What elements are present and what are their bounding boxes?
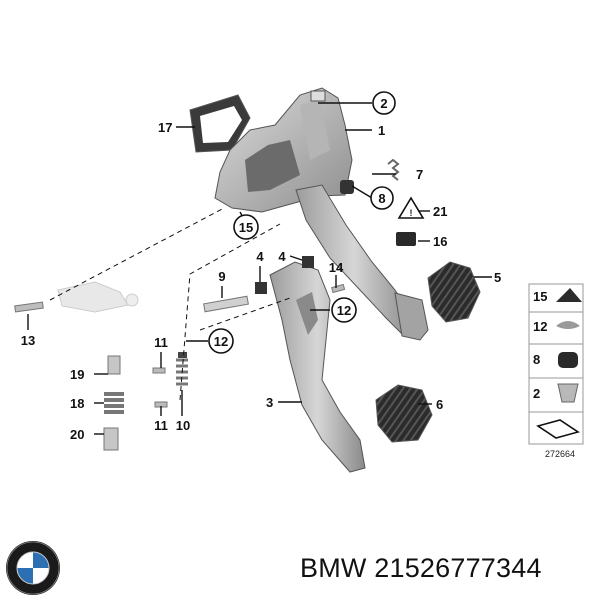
- legend-label-15: 15: [533, 289, 547, 304]
- callout-12b: 12: [208, 328, 234, 354]
- bolt-part-13: [14, 301, 44, 313]
- callout-17: 17: [158, 120, 172, 135]
- pin-part-9: [203, 295, 249, 313]
- callout-label-2: 2: [380, 96, 387, 111]
- callout-21: 21: [433, 204, 447, 219]
- legend-label-2: 2: [533, 386, 540, 401]
- assembly-line-b: [179, 223, 281, 401]
- brake-pedal-part-3: [269, 261, 366, 473]
- callout-15: 15: [233, 214, 259, 240]
- callout-11b: 11: [154, 418, 168, 433]
- callout-11a: 11: [154, 335, 168, 350]
- nut-part-4a: [255, 282, 267, 294]
- callout-label-10: 10: [176, 418, 190, 433]
- bushing-part-8: [340, 180, 354, 194]
- callout-6: 6: [436, 397, 443, 412]
- callout-label-5: 5: [494, 270, 501, 285]
- callout-label-4b: 4: [278, 249, 286, 264]
- callout-13: 13: [21, 333, 35, 348]
- clip-part-20: [103, 427, 119, 451]
- svg-text:!: !: [410, 208, 413, 218]
- callout-label-6: 6: [436, 397, 443, 412]
- callout-12a: 12: [331, 297, 357, 323]
- callout-14: 14: [329, 260, 344, 275]
- callout-7: 7: [416, 167, 423, 182]
- diagram-number: 272664: [545, 449, 575, 459]
- callout-label-9: 9: [218, 269, 225, 284]
- pedal-bracket-part-1: [214, 87, 353, 213]
- screw-part-14: [331, 283, 346, 294]
- callout-18: 18: [70, 396, 84, 411]
- callout-8: 8: [370, 186, 394, 210]
- callout-label-17: 17: [158, 120, 172, 135]
- assembly-line-a: [49, 207, 225, 301]
- spring-part-7: [387, 158, 400, 181]
- clip-part-19: [107, 355, 121, 375]
- callout-10: 10: [176, 418, 190, 433]
- clutch-pedal-pad-part-5: [427, 261, 481, 323]
- callout-20: 20: [70, 427, 84, 442]
- callout-2: 2: [372, 91, 396, 115]
- callout-4b: 4: [278, 249, 286, 264]
- callout-label-11a: 11: [154, 335, 168, 350]
- callout-label-14: 14: [329, 260, 344, 275]
- callout-label-1: 1: [378, 123, 385, 138]
- bmw-logo: [6, 541, 60, 595]
- callout-16: 16: [433, 234, 447, 249]
- callout-5: 5: [494, 270, 501, 285]
- buffer-part-18: [104, 392, 124, 414]
- callout-label-12a: 12: [337, 303, 351, 318]
- legend-label-8: 8: [533, 352, 540, 367]
- callout-label-20: 20: [70, 427, 84, 442]
- warning-label-part-21: !: [397, 196, 425, 219]
- callout-label-18: 18: [70, 396, 84, 411]
- callout-19: 19: [70, 367, 84, 382]
- screw-part-11a: [152, 367, 166, 374]
- callout-9: 9: [218, 269, 225, 284]
- callout-label-12b: 12: [214, 334, 228, 349]
- brake-pedal-pad-part-6: [375, 384, 433, 443]
- callout-label-8: 8: [378, 191, 385, 206]
- callout-4a: 4: [256, 249, 264, 264]
- part-number-title: BMW 21526777344: [300, 553, 542, 583]
- callout-label-11b: 11: [154, 418, 168, 433]
- callout-label-7: 7: [416, 167, 423, 182]
- clutch-pedal-arm: [295, 184, 429, 341]
- master-cylinder-ghost: [57, 281, 139, 313]
- parts-legend: 15 12 8 2 272664: [528, 283, 584, 459]
- stop-switch-part-16: [396, 232, 416, 246]
- legend-bracket-icon: [536, 419, 580, 439]
- gasket-part-17: [189, 94, 251, 153]
- callout-label-4a: 4: [256, 249, 264, 264]
- callout-label-15: 15: [239, 220, 253, 235]
- assembly-line-c: [199, 297, 291, 331]
- callout-label-13: 13: [21, 333, 35, 348]
- callout-3: 3: [266, 395, 273, 410]
- callout-1: 1: [378, 123, 385, 138]
- callout-label-3: 3: [266, 395, 273, 410]
- nut-part-4b: [302, 256, 314, 268]
- legend-label-12: 12: [533, 319, 547, 334]
- callout-label-19: 19: [70, 367, 84, 382]
- callout-label-16: 16: [433, 234, 447, 249]
- callout-label-21: 21: [433, 204, 447, 219]
